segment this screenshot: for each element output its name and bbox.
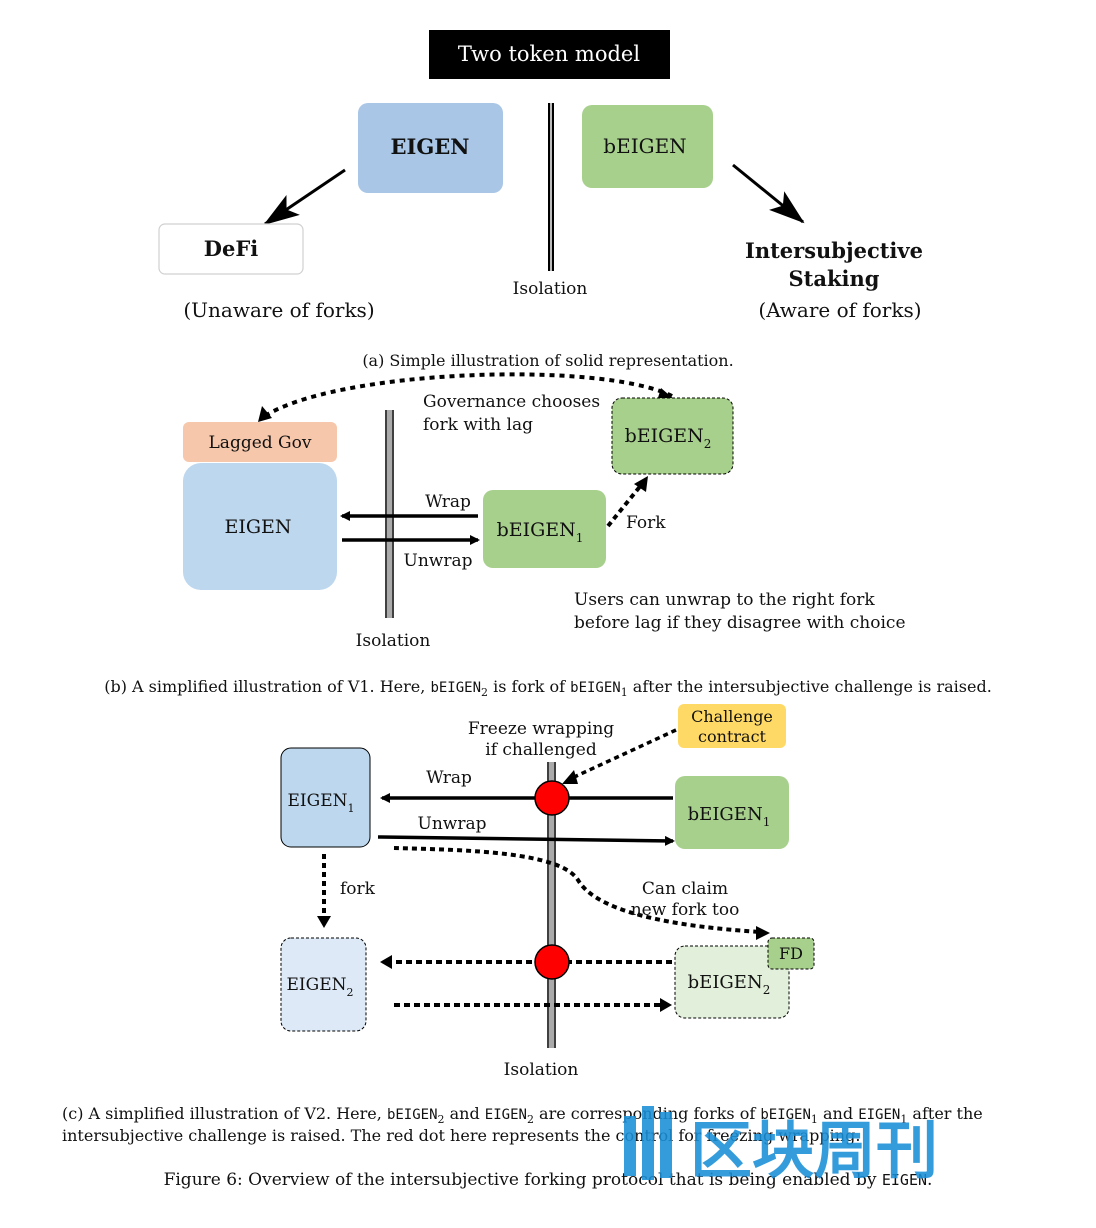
- beigen1-box-b: [483, 490, 606, 568]
- caption-c-line1: (c) A simplified illustration of V2. Her…: [62, 1104, 983, 1126]
- panel-c: Isolation Freeze wrapping if challenged …: [62, 704, 983, 1145]
- isolation-label-c: Isolation: [504, 1060, 579, 1080]
- users-line2: before lag if they disagree with choice: [574, 613, 906, 633]
- beigen1-box-c: [675, 776, 789, 849]
- watermark-logo-bar2: [642, 1106, 654, 1180]
- challenge-line2: contract: [698, 727, 766, 746]
- governance-arrow: [260, 372, 673, 420]
- wrap-arrow-c2-head: [380, 955, 392, 969]
- claim-line1: Can claim: [642, 879, 728, 899]
- isolation-bar-b: [385, 410, 394, 618]
- figure-caption: Figure 6: Overview of the intersubjectiv…: [164, 1170, 933, 1190]
- staking-note: (Aware of forks): [758, 298, 921, 322]
- beigen2-box-c: [674, 945, 790, 1019]
- fork-arrow-head-c: [317, 916, 331, 928]
- beigen2-label-b: bEIGEN2: [625, 425, 712, 451]
- watermark: 区块周刊: [624, 1106, 938, 1187]
- isolation-bar: [548, 103, 554, 271]
- freeze-line2: if challenged: [485, 740, 597, 760]
- challenge-arrow: [571, 728, 677, 780]
- defi-label: DeFi: [204, 236, 258, 261]
- lagged-gov-label: Lagged Gov: [209, 433, 312, 453]
- unwrap-label-c: Unwrap: [418, 814, 487, 834]
- fork-label-b: Fork: [626, 513, 666, 533]
- eigen-box-b: [183, 463, 337, 590]
- fork-arrow-b: [606, 482, 644, 528]
- staking-line2: Staking: [789, 266, 880, 291]
- challenge-line1: Challenge: [691, 707, 773, 726]
- challenge-arrow-head: [562, 770, 578, 784]
- freeze-control-dot-1: [534, 780, 570, 816]
- governance-arrow-head-left: [258, 406, 272, 422]
- defi-note: (Unaware of forks): [183, 298, 374, 322]
- isolation-label-b: Isolation: [356, 631, 431, 651]
- staking-line1: Intersubjective: [745, 238, 923, 263]
- lagged-gov-box: [183, 422, 337, 462]
- arrow-to-staking: [732, 163, 805, 224]
- governance-line1: Governance chooses: [423, 392, 600, 412]
- fd-box: [767, 937, 815, 970]
- panel-b: Governance chooses fork with lag Lagged …: [104, 372, 992, 699]
- defi-box: [158, 223, 304, 275]
- title-text: Two token model: [458, 42, 640, 66]
- beigen2-label-c: bEIGEN2: [688, 972, 771, 997]
- watermark-logo-bar3: [660, 1112, 672, 1178]
- arrow-to-defi: [263, 168, 346, 226]
- isolation-label: Isolation: [513, 279, 588, 299]
- governance-line2: fork with lag: [423, 415, 533, 435]
- watermark-logo-bar1: [624, 1116, 636, 1176]
- wrap-label: Wrap: [425, 492, 471, 512]
- unwrap-arrow-c2-head: [660, 998, 672, 1012]
- beigen1-label-c: bEIGEN1: [688, 804, 771, 829]
- claim-fork-arrow-head: [756, 926, 770, 940]
- claim-fork-arrow: [393, 846, 761, 934]
- eigen2-label-c: EIGEN2: [287, 975, 354, 999]
- caption-b: (b) A simplified illustration of V1. Her…: [104, 677, 992, 699]
- users-line1: Users can unwrap to the right fork: [574, 590, 875, 610]
- fd-label: FD: [779, 944, 803, 963]
- eigen1-label-c: EIGEN1: [288, 791, 355, 815]
- unwrap-arrow-c: [377, 835, 675, 846]
- governance-arrow-head-right: [657, 388, 675, 401]
- unwrap-label: Unwrap: [404, 551, 473, 571]
- beigen-label: bEIGEN: [603, 134, 686, 158]
- freeze-control-dot-2: [534, 944, 570, 980]
- eigen-box: [358, 103, 503, 193]
- freeze-line1: Freeze wrapping: [468, 719, 614, 739]
- fork-label-c: fork: [340, 879, 376, 899]
- caption-a: (a) Simple illustration of solid represe…: [362, 351, 733, 370]
- eigen-label-b: EIGEN: [224, 516, 291, 538]
- beigen1-label-b: bEIGEN1: [497, 519, 584, 545]
- fork-arrow-head-b: [634, 476, 648, 492]
- watermark-text: 区块周刊: [690, 1114, 938, 1187]
- title-box: [429, 30, 670, 79]
- beigen2-box-b: [611, 397, 734, 475]
- eigen2-box-c: [280, 937, 367, 1032]
- beigen-box: [582, 105, 713, 188]
- panel-a: Two token model EIGEN bEIGEN Isolation D…: [158, 30, 923, 370]
- wrap-label-c: Wrap: [426, 768, 472, 788]
- eigen-label: EIGEN: [391, 134, 470, 159]
- eigen1-box-c: [280, 747, 371, 848]
- challenge-box: [678, 704, 786, 748]
- claim-line2: new fork too: [631, 900, 740, 920]
